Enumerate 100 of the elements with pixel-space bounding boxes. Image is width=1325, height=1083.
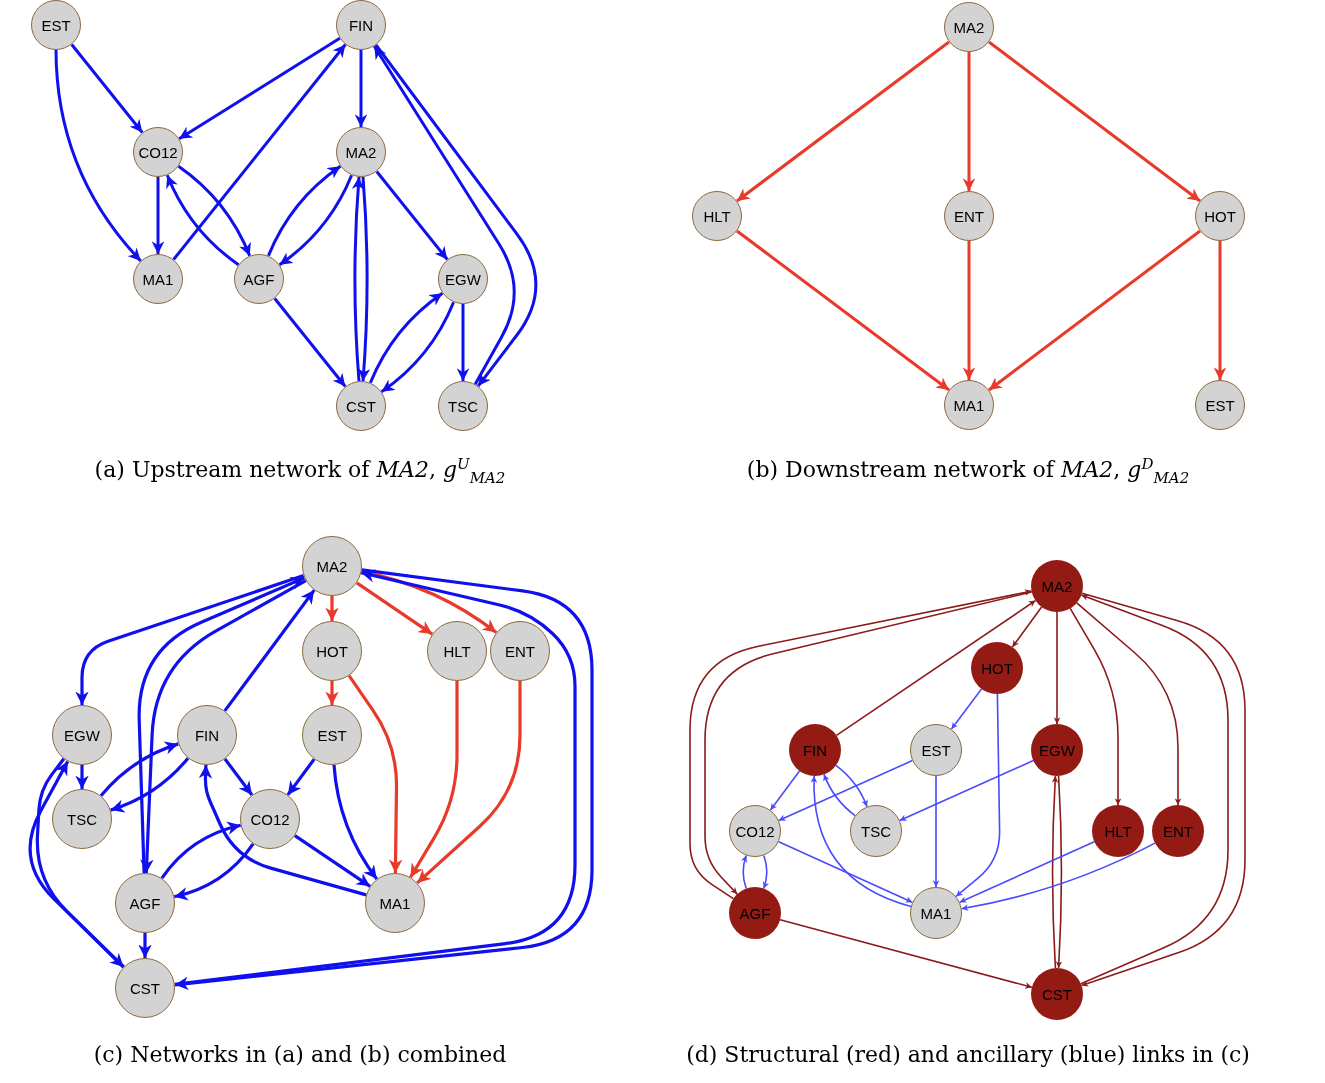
arrow <box>369 292 444 384</box>
node-circle <box>240 789 300 849</box>
node-circle <box>910 887 962 939</box>
node-circle <box>115 873 175 933</box>
node-circle <box>944 380 994 430</box>
arrow <box>223 589 316 712</box>
arrow <box>958 840 1096 904</box>
arrow <box>54 49 142 262</box>
node-label: EST <box>317 727 347 743</box>
arrow <box>278 174 353 266</box>
node-circle <box>1152 805 1204 857</box>
node-circle <box>850 805 902 857</box>
node-label: AGF <box>243 271 275 287</box>
node-label: MA1 <box>953 397 985 413</box>
node-circle <box>438 254 488 304</box>
node-circle <box>944 191 994 241</box>
arrow <box>99 741 179 797</box>
arrow <box>70 43 144 134</box>
node-label: MA2 <box>316 558 348 574</box>
arrow <box>1055 775 1063 969</box>
arrow <box>955 693 1001 898</box>
node-label: EST <box>41 17 71 33</box>
arrow <box>988 40 1201 203</box>
arrow <box>779 918 1033 989</box>
node-label: CO12 <box>735 823 775 839</box>
node-label: FIN <box>802 742 828 758</box>
arrow <box>1053 611 1061 725</box>
arrow <box>736 229 950 392</box>
node-circle <box>729 887 781 939</box>
arrow <box>769 770 801 811</box>
arrow <box>178 37 341 140</box>
arrow <box>988 229 1201 392</box>
arrow <box>835 599 1037 737</box>
node-label: HOT <box>981 660 1013 676</box>
arrow <box>1069 607 1122 806</box>
node-label: EST <box>921 742 951 758</box>
node-label: HLT <box>443 643 471 659</box>
node-label: CST <box>130 980 160 996</box>
node-label: AGF <box>129 895 161 911</box>
node-label: CO12 <box>138 144 178 160</box>
node-circle <box>910 724 962 776</box>
node-circle <box>729 805 781 857</box>
arrow <box>777 840 914 904</box>
arrow <box>325 681 339 705</box>
node-label: TSC <box>67 811 97 827</box>
arrow <box>110 757 190 813</box>
panel-caption: (d) Structural (red) and ancillary (blue) links in (c) <box>686 1042 1250 1067</box>
node-circle <box>302 621 362 681</box>
arrow <box>286 758 316 796</box>
arrow <box>267 165 342 257</box>
arrow <box>962 241 976 380</box>
arrow <box>736 40 950 203</box>
node-label: EGW <box>445 271 481 287</box>
node-circle <box>1031 724 1083 776</box>
arrow <box>332 764 379 881</box>
node-label: CST <box>1042 986 1072 1002</box>
arrow <box>172 43 347 261</box>
node-circle <box>336 0 386 50</box>
arrow <box>962 52 976 191</box>
node-circle <box>302 705 362 765</box>
node-circle <box>177 705 237 765</box>
arrow <box>380 301 455 393</box>
node-circle <box>944 2 994 52</box>
node-circle <box>1031 968 1083 1020</box>
node-circle <box>234 254 284 304</box>
arrow <box>351 176 365 382</box>
arrow <box>1051 775 1059 969</box>
arrow <box>932 775 940 888</box>
node-label: ENT <box>505 643 535 659</box>
arrow <box>223 758 254 796</box>
arrow <box>273 297 347 388</box>
arrow <box>173 842 255 901</box>
arrow <box>1075 602 1182 806</box>
arrow <box>898 759 1035 822</box>
node-circle <box>336 381 386 431</box>
node-circle <box>31 0 81 50</box>
arrow <box>762 854 770 890</box>
node-label: MA1 <box>920 905 952 921</box>
node-circle <box>1195 380 1245 430</box>
arrow <box>375 170 449 261</box>
node-label: HLT <box>1104 823 1132 839</box>
node-circle <box>133 127 183 177</box>
node-circle <box>438 381 488 431</box>
node-label: MA1 <box>142 271 174 287</box>
node-label: MA2 <box>953 19 985 35</box>
node-circle <box>1031 560 1083 612</box>
arrow <box>810 775 912 908</box>
arrow <box>294 834 371 888</box>
arrow <box>177 165 252 257</box>
node-label: ENT <box>954 208 984 224</box>
node-circle <box>971 642 1023 694</box>
arrow <box>347 674 403 874</box>
arrow <box>1011 606 1043 648</box>
node-circle <box>1092 805 1144 857</box>
node-label: MA2 <box>345 144 377 160</box>
node-label: HOT <box>1204 208 1236 224</box>
node-circle <box>365 873 425 933</box>
arrow <box>416 681 522 885</box>
arrow <box>456 304 470 381</box>
node-label: EST <box>1205 397 1235 413</box>
